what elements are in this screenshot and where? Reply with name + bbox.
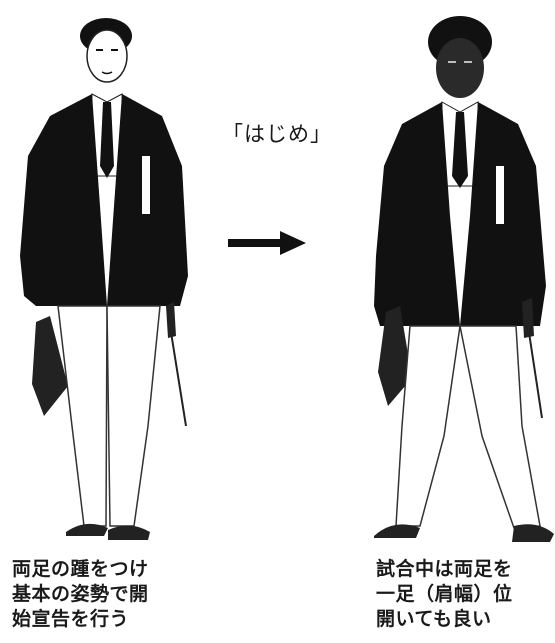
caption-left-line-1: 両足の踵をつけ [12,558,149,580]
caption-right-line-1: 試合中は両足を [376,558,513,580]
right-arrow-icon [228,231,306,255]
caption-right: 試合中は両足を 一足（肩幅）位 開いても良い [376,557,555,632]
referee-figure-heels-together [10,6,200,546]
caption-right-line-3: 開いても良い [376,608,492,630]
caption-left: 両足の踵をつけ 基本の姿勢で開 始宣告を行う [12,557,212,632]
referee-figure-feet-apart [350,6,555,546]
command-label: 「はじめ」 [222,122,332,146]
caption-left-line-3: 始宣告を行う [12,608,130,630]
referee-illustration-right [374,16,554,542]
caption-left-line-2: 基本の姿勢で開 [12,583,149,605]
caption-right-line-2: 一足（肩幅）位 [376,583,513,605]
referee-illustration-left [20,18,188,540]
